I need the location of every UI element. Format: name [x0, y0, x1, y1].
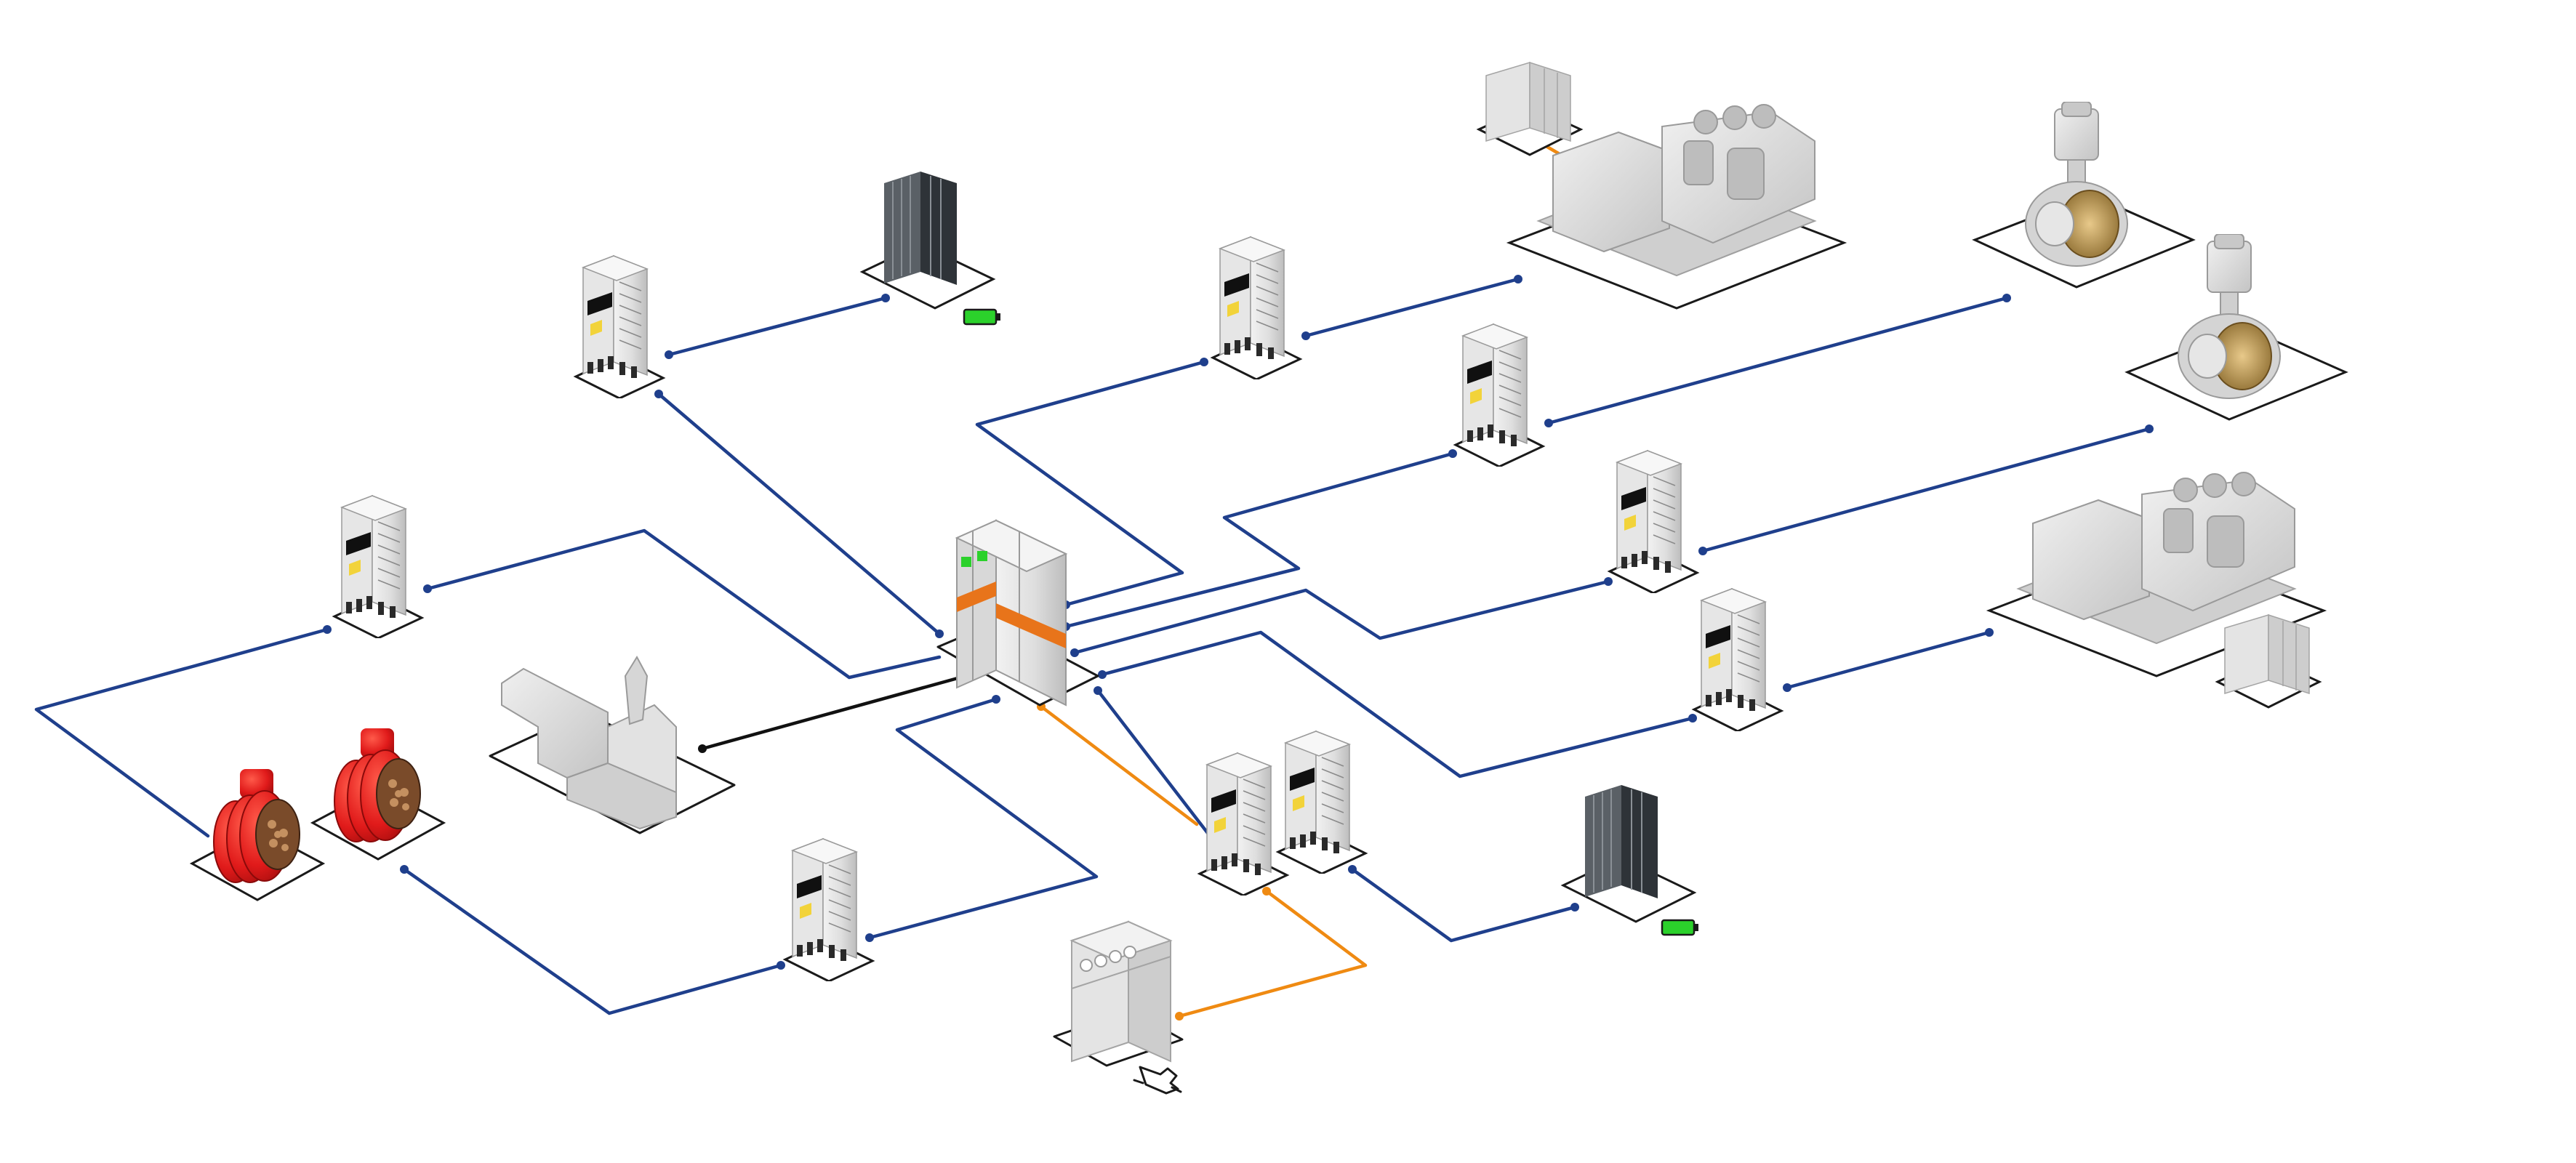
control-lines [700, 674, 968, 751]
dot [1604, 577, 1613, 586]
drive-shore-2[interactable] [1277, 730, 1367, 874]
wire-drive-to-thruster-1 [1546, 296, 2009, 425]
propulsion-motor-1[interactable] [190, 768, 324, 901]
wire-drive-shore2-to-battery-bottom [1350, 867, 1577, 943]
drive-motor-bottom[interactable] [784, 837, 874, 981]
wire-drive-motor-bottom-to-motor-2 [402, 867, 783, 1015]
status-light-icon [961, 557, 971, 567]
wire-drive-thruster2-to-switchboard [1072, 579, 1610, 655]
power-lines [34, 277, 2151, 1015]
wire-drive-top-to-switchboard [657, 392, 942, 636]
dot [1348, 865, 1357, 874]
dot [1094, 686, 1102, 695]
dot [992, 695, 1000, 704]
dot [1175, 1012, 1184, 1021]
wire-drive-gen-bottom-to-switchboard [1100, 630, 1695, 778]
dot [2145, 424, 2154, 433]
wire-drive-shore-to-shore-panel [1177, 889, 1368, 1018]
dot [423, 584, 432, 593]
drive-gen-bottom[interactable] [1693, 587, 1783, 731]
wire-drive-to-motor-1 [34, 627, 329, 838]
wire-drive-to-thruster-2 [1701, 427, 2151, 553]
wire-drive-propulsion-to-switchboard [425, 528, 942, 680]
main-switchboard[interactable] [936, 519, 1099, 707]
battery-icon [1661, 919, 1698, 936]
dot [1070, 648, 1079, 657]
drive-thruster-1[interactable] [1454, 323, 1544, 467]
drive-battery-top[interactable] [574, 254, 665, 398]
dot [1514, 275, 1522, 283]
wire-drive-gen-top-to-switchboard [975, 360, 1206, 607]
wire-drive-shore1-to-switchboard [1096, 688, 1212, 838]
aux-cabinet-top[interactable] [1477, 61, 1582, 156]
battery-icon [963, 308, 1000, 326]
dot [400, 865, 409, 874]
azimuth-thruster-2[interactable] [2126, 234, 2347, 421]
dot [1783, 683, 1791, 692]
wire-switchboard-to-drive-shore [1039, 704, 1199, 826]
dot [1262, 887, 1271, 896]
drive-thruster-2[interactable] [1608, 449, 1698, 593]
dot [865, 933, 874, 942]
azimuth-thruster-1[interactable] [1973, 102, 2194, 289]
wire-drive-motor-bottom-to-switchboard [867, 697, 1099, 940]
dot [1448, 449, 1457, 458]
wire-drive-thruster1-to-switchboard [1064, 451, 1455, 629]
drive-propulsion[interactable] [333, 494, 423, 638]
dot [323, 625, 332, 634]
dot [1570, 903, 1579, 912]
dot [698, 744, 707, 753]
dot [1544, 419, 1553, 427]
shore-power-panel[interactable] [1053, 920, 1184, 1067]
dot [935, 629, 944, 638]
status-light-icon [977, 551, 987, 561]
dot [665, 350, 673, 359]
battery-room-top[interactable] [861, 170, 995, 310]
wire-drive-to-genset-bottom [1785, 630, 1991, 690]
dot [1301, 331, 1310, 340]
dot [1985, 628, 1994, 637]
wire-console-to-switchboard [700, 674, 968, 751]
plug-icon [1133, 1066, 1182, 1095]
dot [1098, 670, 1107, 679]
dot [2002, 294, 2011, 302]
wire-drive-to-battery-top [667, 296, 888, 357]
dot [881, 294, 890, 302]
dot [1688, 714, 1697, 723]
battery-room-bottom[interactable] [1562, 784, 1696, 923]
wire-drive-to-genset-top [1304, 277, 1520, 338]
dot [1698, 547, 1707, 555]
drive-gen-top[interactable] [1211, 236, 1301, 379]
propulsion-motor-2[interactable] [311, 727, 445, 861]
dot [654, 390, 663, 398]
aux-cabinet-bottom[interactable] [2216, 613, 2321, 709]
drive-shore-1[interactable] [1198, 752, 1288, 896]
dot [1200, 358, 1208, 366]
bridge-console[interactable] [489, 655, 736, 834]
dot [777, 961, 785, 970]
